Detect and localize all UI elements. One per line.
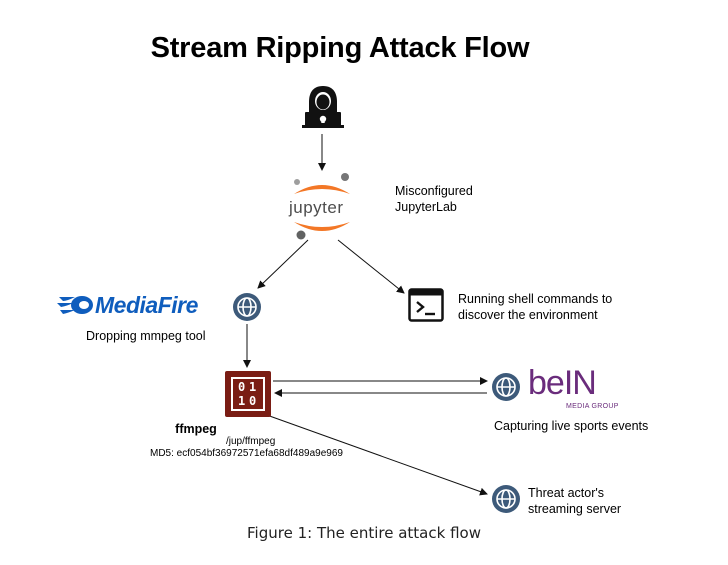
binary-digit: 0 xyxy=(249,394,257,408)
terminal-icon xyxy=(408,288,444,322)
binary-digit: 1 xyxy=(238,394,246,408)
bein-wordmark: beIN xyxy=(528,364,597,402)
binary-file-icon: 0 1 1 0 xyxy=(225,371,271,417)
ffmpeg-name: ffmpeg xyxy=(175,422,217,436)
jupyter-logo xyxy=(294,173,350,240)
arrow-jupyter-to-terminal xyxy=(337,239,405,294)
terminal-label-line2: discover the environment xyxy=(458,308,598,322)
globe-icon xyxy=(492,373,520,401)
bein-label: Capturing live sports events xyxy=(494,419,649,433)
mediafire-label: Dropping mmpeg tool xyxy=(86,329,206,343)
ffmpeg-md5: MD5: ecf054bf36972571efa68df489a9e969 xyxy=(150,448,343,459)
jupyter-label-line2: JupyterLab xyxy=(395,200,457,214)
bein-subtitle: MEDIA GROUP xyxy=(566,403,619,410)
globe-icon xyxy=(233,293,261,321)
streaming-server-label-line2: streaming server xyxy=(528,502,622,516)
binary-file-frame xyxy=(231,377,265,411)
binary-digit: 0 xyxy=(238,380,246,394)
figure-caption: Figure 1: The entire attack flow xyxy=(247,524,481,542)
mediafire-wordmark: MediaFire xyxy=(95,292,198,318)
mediafire-flame-icon xyxy=(57,296,93,314)
ffmpeg-path: /jup/ffmpeg xyxy=(226,436,276,447)
arrow-ffmpeg-to-streaming-server xyxy=(263,413,488,496)
jupyter-label-line1: Misconfigured xyxy=(395,184,473,198)
diagram-title: Stream Ripping Attack Flow xyxy=(150,32,530,64)
ffmpeg-label: ffmpeg xyxy=(148,422,348,436)
streaming-server-label: Threat actor's streaming server xyxy=(528,485,621,517)
terminal-label-line1: Running shell commands to xyxy=(458,292,613,306)
streaming-server-label-line1: Threat actor's xyxy=(528,486,605,500)
arrow-jupyter-to-mediafire xyxy=(257,239,309,289)
hacker-icon xyxy=(302,86,344,128)
globe-icon xyxy=(492,485,520,513)
jupyter-wordmark: jupyter xyxy=(289,198,344,217)
terminal-label: Running shell commands to discover the e… xyxy=(458,291,612,323)
binary-digit: 1 xyxy=(249,380,257,394)
jupyter-label: Misconfigured JupyterLab xyxy=(395,183,473,215)
